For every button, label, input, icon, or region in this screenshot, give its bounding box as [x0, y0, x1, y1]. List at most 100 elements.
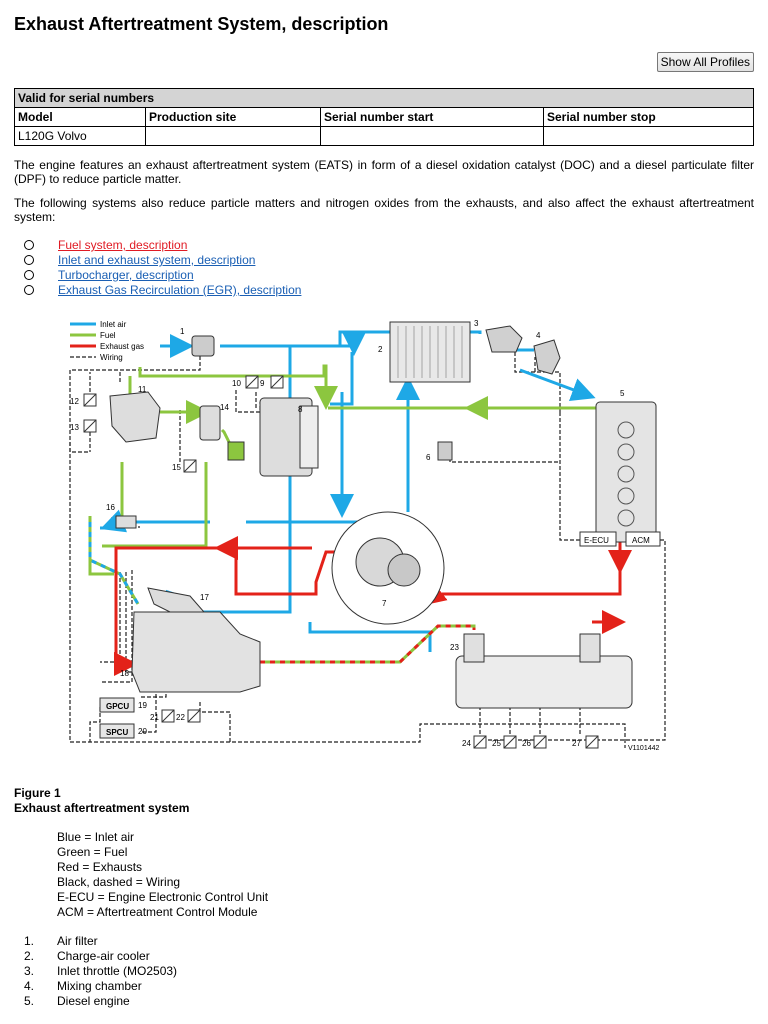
air-filter: 1 — [180, 327, 215, 357]
part-number-7: 7 — [382, 599, 387, 608]
legend-fuel: Fuel — [100, 331, 116, 340]
part-number-18: 18 — [120, 669, 129, 678]
sensors-12-13: 12 13 — [70, 393, 97, 433]
column-header-serial-start: Serial number start — [320, 107, 544, 127]
circle-bullet-icon — [24, 270, 34, 280]
legend-line: ACM = Aftertreatment Control Module — [57, 905, 258, 919]
turbocharger: 7 — [331, 511, 445, 625]
part-number-23: 23 — [450, 643, 459, 652]
column-header-production-site: Production site — [145, 107, 321, 127]
link-turbocharger[interactable]: Turbocharger, description — [58, 268, 194, 282]
sensors-24-27: 24 25 26 27 — [462, 735, 599, 749]
egr-valve: 6 — [426, 441, 453, 462]
circle-bullet-icon — [24, 240, 34, 250]
fuel-filter: 14 — [199, 403, 245, 461]
list-item: 4. Mixing chamber — [14, 979, 177, 994]
list-item: 3.Inlet throttle (MO2503) — [14, 964, 177, 979]
list-item: Turbocharger, description — [14, 268, 301, 283]
part-number-13: 13 — [70, 423, 79, 432]
diagram-reference: V1101442 — [628, 745, 660, 752]
fuel-pump: 11 — [109, 385, 161, 443]
show-all-profiles-button[interactable]: Show All Profiles — [656, 52, 754, 72]
table-caption: Valid for serial numbers — [14, 88, 754, 108]
part-number-24: 24 — [462, 739, 471, 748]
link-fuel-system[interactable]: Fuel system, description — [58, 238, 188, 252]
cell-production-site — [145, 126, 321, 146]
list-item: 2. Charge-air cooler — [14, 949, 177, 964]
related-links-list: Fuel system, description Inlet and exhau… — [14, 238, 301, 298]
part-number-6: 6 — [426, 453, 431, 462]
circle-bullet-icon — [24, 255, 34, 265]
list-item: Fuel system, description — [14, 238, 301, 253]
table-row: L120G Volvo — [14, 126, 754, 146]
acm-label: ACM — [632, 536, 650, 545]
part-number-20: 20 — [138, 727, 147, 736]
mixing-chamber: 4 — [533, 331, 561, 375]
list-item: 5. Diesel engine — [14, 994, 177, 1009]
part-index: 5. — [24, 994, 35, 1008]
circle-bullet-icon — [24, 285, 34, 295]
part-number-4: 4 — [536, 331, 541, 340]
part-number-17: 17 — [200, 593, 209, 602]
link-egr[interactable]: Exhaust Gas Recirculation (EGR), descrip… — [58, 283, 302, 297]
part-number-11: 11 — [138, 385, 147, 394]
part-number-12: 12 — [70, 397, 79, 406]
list-item: 1.Air filter — [14, 934, 177, 949]
part-number-5: 5 — [620, 389, 625, 398]
legend-wiring: Wiring — [100, 353, 123, 362]
eecu-label: E-ECU — [584, 536, 609, 545]
legend-line: Blue = Inlet air — [57, 830, 135, 844]
figure-title: Exhaust aftertreatment system — [14, 801, 190, 815]
part-number-16: 16 — [106, 503, 115, 512]
part-number-1: 1 — [180, 327, 185, 336]
part-label: Diesel engine — [57, 994, 130, 1008]
legend-inlet-air: Inlet air — [100, 320, 127, 329]
intro-paragraph-1: The engine features an exhaust aftertrea… — [14, 158, 754, 186]
fuel-unit: 8 — [259, 397, 319, 477]
spcu-box: SPCU 20 — [99, 723, 147, 739]
part-number-26: 26 — [522, 739, 531, 748]
part-number-22: 22 — [176, 713, 185, 722]
eecu-box: E-ECU — [579, 531, 617, 547]
part-number-21: 21 — [150, 713, 159, 722]
part-number-19: 19 — [138, 701, 147, 710]
doc-dpf-unit: 18 — [120, 611, 261, 693]
part-index: 1. — [24, 934, 35, 948]
part-number-14: 14 — [220, 403, 229, 412]
intro-paragraph-2: The following systems also reduce partic… — [14, 196, 754, 224]
figure-label: Figure 1 — [14, 786, 61, 800]
column-header-model: Model — [14, 107, 146, 127]
part-index: 4. — [24, 979, 35, 993]
gpcu-box: GPCU 19 — [99, 697, 147, 713]
parts-list: 1.Air filter 2. Charge-air cooler 3.Inlet… — [14, 934, 177, 1009]
list-item: Inlet and exhaust system, description — [14, 253, 301, 268]
figure-caption: Figure 1 Exhaust aftertreatment system — [14, 786, 189, 816]
part-index: 2. — [24, 949, 35, 963]
legend-line: E-ECU = Engine Electronic Control Unit — [57, 890, 269, 904]
part-label: Inlet throttle (MO2503) — [57, 964, 178, 978]
sensors-9-10: 9 10 — [232, 375, 284, 389]
list-item: Exhaust Gas Recirculation (EGR), descrip… — [14, 283, 301, 298]
cell-model: L120G Volvo — [14, 126, 146, 146]
legend-exhaust-gas: Exhaust gas — [100, 342, 144, 351]
part-number-25: 25 — [492, 739, 501, 748]
part-number-8: 8 — [298, 405, 303, 414]
part-number-3: 3 — [474, 319, 479, 328]
legend-line: Red = Exhausts — [57, 860, 143, 874]
part-number-10: 10 — [232, 379, 241, 388]
diesel-engine: 5 — [595, 389, 657, 543]
figure-legend: Blue = Inlet air Green = Fuel Red = Exha… — [57, 830, 268, 920]
mixed-dashed-lines — [88, 522, 476, 664]
cell-serial-start — [320, 126, 544, 146]
legend-line: Green = Fuel — [57, 845, 128, 859]
part-label: Charge-air cooler — [57, 949, 150, 963]
gpcu-label: GPCU — [106, 702, 129, 711]
legend-line: Black, dashed = Wiring — [57, 875, 181, 889]
charge-air-cooler: 2 — [378, 321, 471, 383]
part-label: Mixing chamber — [57, 979, 142, 993]
serial-number-table: Valid for serial numbers Model Productio… — [14, 88, 754, 146]
link-inlet-exhaust-system[interactable]: Inlet and exhaust system, description — [58, 253, 256, 267]
page-title: Exhaust Aftertreatment System, descripti… — [14, 14, 389, 34]
diagram-legend: Inlet air Fuel Exhaust gas Wiring — [70, 320, 144, 362]
sensors-21-22: 21 22 — [150, 709, 201, 723]
